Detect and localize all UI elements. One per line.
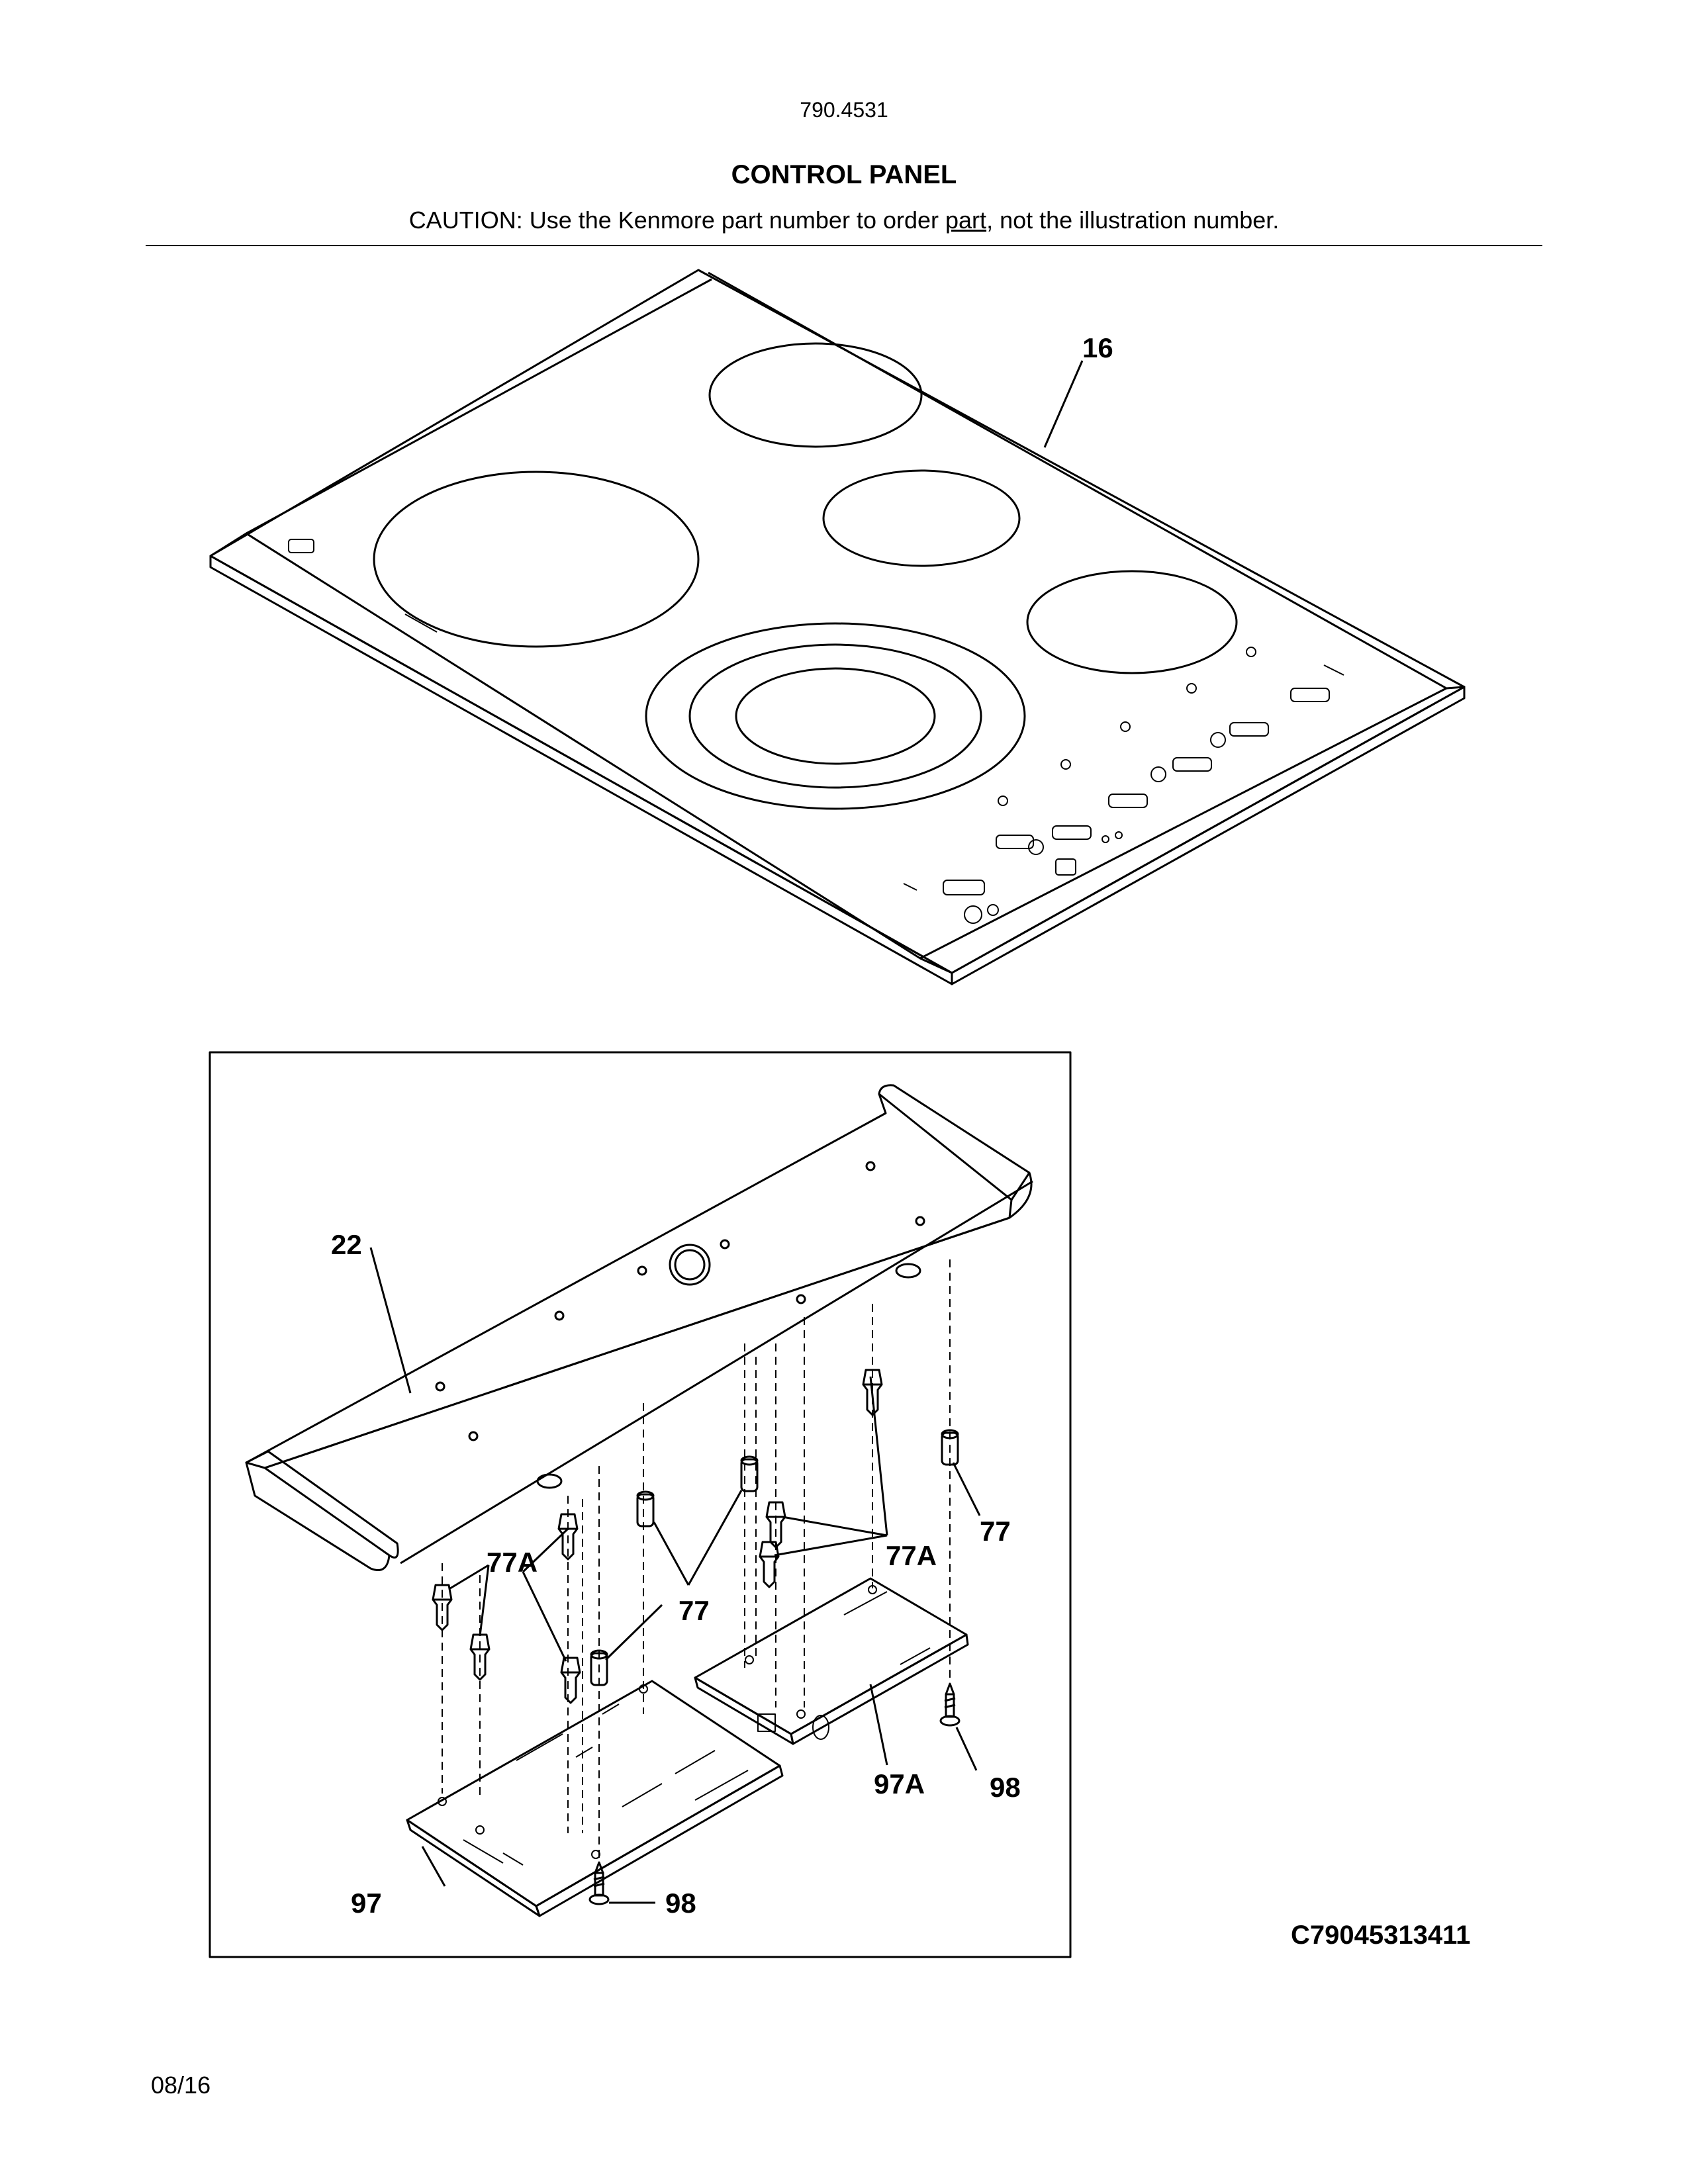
caution-underlined-word: part [945,206,987,234]
callout-16: 16 [1082,332,1113,363]
cooktop-glass [209,269,1466,985]
control-panel-channel [245,1084,1033,1571]
detail-frame [209,1051,1072,1958]
callout-77-center: 77 [679,1595,710,1626]
callout-98-right: 98 [990,1772,1021,1803]
caution-note: CAUTION: Use the Kenmore part number to … [0,206,1688,234]
leader-22 [369,1247,412,1394]
drawing-code: C79045313411 [1291,1921,1471,1950]
callout-97: 97 [351,1888,382,1919]
leader-97a [869,1684,888,1766]
leader-97 [421,1846,446,1887]
spacer-standoffs [590,1429,959,1686]
alignment-lines [442,1259,951,1860]
page-title: CONTROL PANEL [731,160,957,189]
cooktop-control-markings [288,539,1344,924]
callout-98-left: 98 [665,1888,696,1919]
callout-22: 22 [331,1229,362,1260]
model-number: 790.4531 [800,98,888,122]
secondary-control-board [694,1577,969,1766]
callout-97a: 97A [874,1768,925,1799]
screws [588,1682,961,1905]
main-control-board [406,1680,784,1917]
callout-77a-right: 77A [886,1540,937,1571]
leader-16 [1043,360,1084,448]
callout-77-right: 77 [980,1516,1011,1547]
callout-leaders [449,1376,981,1904]
header-divider [146,245,1542,246]
callout-77a-left: 77A [487,1547,538,1578]
caution-text-end: , not the illustration number. [986,206,1280,234]
caution-text-start: CAUTION: Use the Kenmore part number to … [408,206,946,234]
snap-clips [432,1369,883,1704]
revision-date: 08/16 [151,2071,211,2099]
